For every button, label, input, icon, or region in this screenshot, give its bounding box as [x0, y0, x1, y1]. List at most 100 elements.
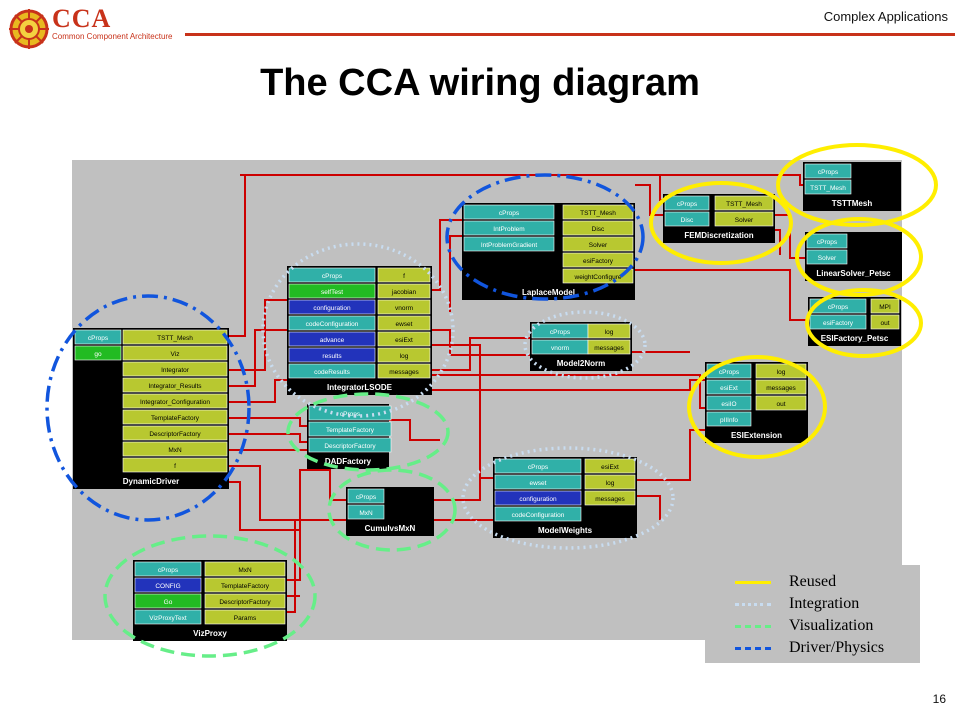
- provides-port-label: cProps: [818, 169, 839, 176]
- provides-port[interactable]: [809, 298, 867, 314]
- uses-port[interactable]: [122, 345, 228, 361]
- provides-port[interactable]: [134, 609, 202, 625]
- uses-port[interactable]: [122, 457, 228, 473]
- component-name-label: DynamicDriver: [123, 477, 179, 486]
- uses-port[interactable]: [377, 331, 431, 347]
- uses-port[interactable]: [562, 220, 634, 236]
- wire: [229, 329, 287, 387]
- provides-port[interactable]: [706, 379, 752, 395]
- provides-port[interactable]: [664, 211, 710, 227]
- uses-port[interactable]: [377, 283, 431, 299]
- uses-port[interactable]: [755, 379, 807, 395]
- provides-port[interactable]: [806, 233, 848, 249]
- provides-port-label: cProps: [88, 335, 109, 342]
- provides-port[interactable]: [308, 405, 392, 421]
- uses-port[interactable]: [562, 236, 634, 252]
- provides-port[interactable]: [494, 490, 582, 506]
- provides-port[interactable]: [74, 329, 122, 345]
- provides-port[interactable]: [494, 506, 582, 522]
- group-ellipse-reused: [649, 181, 793, 265]
- wire: [432, 374, 705, 409]
- uses-port[interactable]: [562, 252, 634, 268]
- logo-subtitle: Common Component Architecture: [52, 32, 173, 41]
- uses-port[interactable]: [122, 409, 228, 425]
- provides-port[interactable]: [288, 267, 376, 283]
- uses-port[interactable]: [870, 298, 900, 314]
- uses-port[interactable]: [122, 361, 228, 377]
- wire: [637, 495, 661, 520]
- provides-port[interactable]: [288, 299, 376, 315]
- provides-port-label: cProps: [677, 201, 698, 208]
- provides-port[interactable]: [463, 236, 555, 252]
- provides-port-label: Go: [164, 599, 173, 606]
- uses-port-label: messages: [595, 496, 625, 503]
- uses-port[interactable]: [587, 339, 631, 355]
- provides-port[interactable]: [463, 220, 555, 236]
- provides-port[interactable]: [463, 204, 555, 220]
- provides-port[interactable]: [809, 314, 867, 330]
- uses-port[interactable]: [584, 474, 636, 490]
- provides-port[interactable]: [494, 458, 582, 474]
- provides-port[interactable]: [308, 421, 392, 437]
- provides-port[interactable]: [706, 411, 752, 427]
- provides-port[interactable]: [706, 395, 752, 411]
- uses-port[interactable]: [204, 577, 286, 593]
- uses-port[interactable]: [584, 490, 636, 506]
- uses-port[interactable]: [584, 458, 636, 474]
- uses-port-label: ewset: [396, 321, 413, 328]
- legend-swatch-driver-physics: [735, 647, 771, 650]
- uses-port-label: Integrator: [161, 367, 190, 374]
- component-name-label: IntegratorLSODE: [327, 383, 393, 392]
- uses-port[interactable]: [714, 211, 774, 227]
- provides-port[interactable]: [288, 363, 376, 379]
- uses-port[interactable]: [377, 315, 431, 331]
- uses-port[interactable]: [714, 195, 774, 211]
- uses-port[interactable]: [755, 395, 807, 411]
- uses-port[interactable]: [204, 593, 286, 609]
- provides-port[interactable]: [347, 504, 385, 520]
- provides-port[interactable]: [804, 179, 852, 195]
- provides-port[interactable]: [308, 437, 392, 453]
- provides-port[interactable]: [288, 347, 376, 363]
- component-name-label: ESIFactory_Petsc: [821, 334, 889, 343]
- uses-port-label: jacobian: [391, 289, 417, 296]
- uses-port[interactable]: [377, 299, 431, 315]
- component-boxes: cPropsTSTT_MeshTSTTMeshcPropsDiscTSTT_Me…: [73, 162, 902, 641]
- provides-port[interactable]: [494, 474, 582, 490]
- uses-port[interactable]: [870, 314, 900, 330]
- provides-port-label: DescriptorFactory: [324, 443, 376, 450]
- uses-port[interactable]: [122, 441, 228, 457]
- uses-port[interactable]: [204, 561, 286, 577]
- uses-port[interactable]: [122, 425, 228, 441]
- uses-port[interactable]: [122, 393, 228, 409]
- wire: [635, 184, 663, 216]
- provides-port[interactable]: [74, 345, 122, 361]
- uses-port[interactable]: [122, 377, 228, 393]
- wire: [432, 337, 530, 371]
- uses-port-label: f: [174, 463, 176, 470]
- legend-item-integration: Integration: [705, 593, 920, 615]
- provides-port-label: cProps: [828, 304, 849, 311]
- provides-port[interactable]: [134, 577, 202, 593]
- provides-port[interactable]: [804, 163, 852, 179]
- provides-port-label: advance: [320, 337, 345, 344]
- uses-port[interactable]: [562, 268, 634, 284]
- provides-port[interactable]: [134, 561, 202, 577]
- provides-port[interactable]: [288, 315, 376, 331]
- provides-port[interactable]: [347, 488, 385, 504]
- group-ellipse-reused: [776, 143, 938, 227]
- cca-logo-icon: [9, 9, 49, 49]
- uses-port[interactable]: [377, 363, 431, 379]
- provides-port[interactable]: [664, 195, 710, 211]
- uses-port[interactable]: [204, 609, 286, 625]
- provides-port[interactable]: [288, 331, 376, 347]
- group-ellipse-visualization: [286, 392, 450, 472]
- uses-port[interactable]: [377, 347, 431, 363]
- page-number: 16: [932, 692, 946, 706]
- uses-port[interactable]: [377, 267, 431, 283]
- wire: [432, 329, 530, 356]
- provides-port[interactable]: [288, 283, 376, 299]
- provides-port[interactable]: [134, 593, 202, 609]
- uses-port[interactable]: [587, 323, 631, 339]
- provides-port[interactable]: [806, 249, 848, 265]
